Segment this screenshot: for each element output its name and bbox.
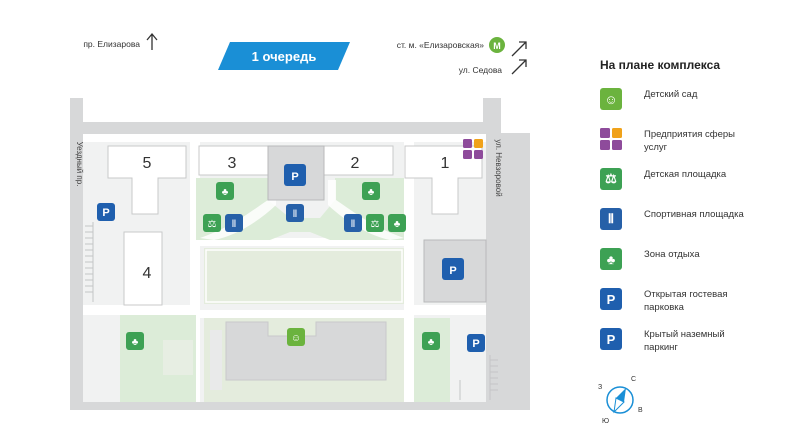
building-3-number: 3 xyxy=(228,155,237,172)
building-5-number: 4 xyxy=(143,265,152,282)
svg-text:P: P xyxy=(472,338,479,350)
covered-parking-icon: P xyxy=(600,328,622,350)
compass-north: С xyxy=(631,376,636,383)
arrow-up-icon xyxy=(146,32,158,50)
parking-lot-left xyxy=(85,222,94,302)
arrow-ne-icon xyxy=(511,41,527,57)
legend-label: Крытый наземный паркинг xyxy=(644,329,725,353)
svg-text:♣: ♣ xyxy=(222,187,229,198)
legend-label: Зона отдыха xyxy=(644,249,700,260)
recreation-icon: ♣ xyxy=(362,182,380,200)
services-icon xyxy=(600,128,622,150)
legend-item-open-parking: P Открытая гостевая парковка xyxy=(600,288,790,328)
elizarova-label: пр. Елизарова xyxy=(83,39,140,49)
svg-text:♣: ♣ xyxy=(428,337,435,348)
arrow-ne-icon-2 xyxy=(511,59,527,75)
metro-label: ст. м. «Елизаровская» xyxy=(397,40,485,50)
sedova-label: ул. Седова xyxy=(459,65,503,75)
recreation-icon: ♣ xyxy=(126,332,144,350)
sports-icon: Ⅱ xyxy=(225,214,243,232)
building-4-number: 5 xyxy=(143,155,152,172)
legend-item-recreation: ♣ Зона отдыха xyxy=(600,248,790,288)
compass-west: З xyxy=(598,384,602,391)
legend-item-covered-parking: P Крытый наземный паркинг xyxy=(600,328,790,368)
recreation-icon: ♣ xyxy=(600,248,622,270)
open-parking-icon: P xyxy=(467,334,485,352)
svg-text:Ⅱ: Ⅱ xyxy=(232,219,237,230)
kindergarten-icon: ☺ xyxy=(287,328,305,346)
banner-shape xyxy=(218,42,350,70)
compass-south: Ю xyxy=(602,418,609,425)
svg-text:P: P xyxy=(449,265,456,277)
legend-label: Детский сад xyxy=(644,89,698,100)
open-parking-icon: P xyxy=(600,288,622,310)
svg-text:☺: ☺ xyxy=(291,333,301,344)
svg-text:⚖: ⚖ xyxy=(208,219,217,230)
open-parking-icon: P xyxy=(97,203,115,221)
legend-label: Спортивная площадка xyxy=(644,209,744,220)
building-4 xyxy=(107,145,187,215)
street-nevzorovoy-label: ул. Невзоровой xyxy=(494,139,503,196)
street-uezdny-label: Уездный пр. xyxy=(75,142,84,187)
building-5 xyxy=(123,231,163,306)
legend-item-playground: ⚖ Детская площадка xyxy=(600,168,790,208)
legend-label: Открытая гостевая парковка xyxy=(644,289,728,313)
svg-text:P: P xyxy=(102,207,109,219)
svg-text:⚖: ⚖ xyxy=(371,219,380,230)
legend-panel: На плане комплекса ☺ Детский сад Предпри… xyxy=(600,58,790,368)
recreation-icon: ♣ xyxy=(216,182,234,200)
legend-item-services: Предприятия сферы услуг xyxy=(600,128,790,168)
building-1-number: 1 xyxy=(441,155,450,172)
legend-label: Детская площадка xyxy=(644,169,727,180)
recreation-icon: ♣ xyxy=(422,332,440,350)
legend-item-sports: Ⅱ Спортивная площадка xyxy=(600,208,790,248)
svg-text:♣: ♣ xyxy=(368,187,375,198)
covered-parking-icon: P xyxy=(284,164,306,186)
playground-icon: ⚖ xyxy=(600,168,622,190)
legend-label: Предприятия сферы услуг xyxy=(644,129,736,153)
compass-rose xyxy=(606,386,634,414)
recreation-icon: ♣ xyxy=(388,214,406,232)
services-icon xyxy=(463,139,483,159)
metro-icon xyxy=(489,37,505,53)
svg-text:P: P xyxy=(291,171,298,183)
kindergarten-icon: ☺ xyxy=(600,88,622,110)
banner-title: 1 очередь xyxy=(252,49,317,64)
compass-east: В xyxy=(638,407,643,414)
building-2-number: 2 xyxy=(351,155,360,172)
covered-parking-icon: P xyxy=(442,258,464,280)
legend-item-kindergarten: ☺ Детский сад xyxy=(600,88,790,128)
building-central xyxy=(225,321,387,381)
sports-icon: Ⅱ xyxy=(344,214,362,232)
playground-icon: ⚖ xyxy=(366,214,384,232)
metro-symbol: М xyxy=(493,41,501,51)
parking-lot-right xyxy=(459,355,498,400)
legend-title: На плане комплекса xyxy=(600,58,721,72)
svg-text:Ⅱ: Ⅱ xyxy=(293,209,298,220)
central-lawn xyxy=(204,248,404,304)
sports-icon: Ⅱ xyxy=(286,204,304,222)
sports-icon: Ⅱ xyxy=(600,208,622,230)
svg-text:♣: ♣ xyxy=(132,337,139,348)
svg-text:Ⅱ: Ⅱ xyxy=(351,219,356,230)
playground-icon: ⚖ xyxy=(203,214,221,232)
svg-text:♣: ♣ xyxy=(394,219,401,230)
